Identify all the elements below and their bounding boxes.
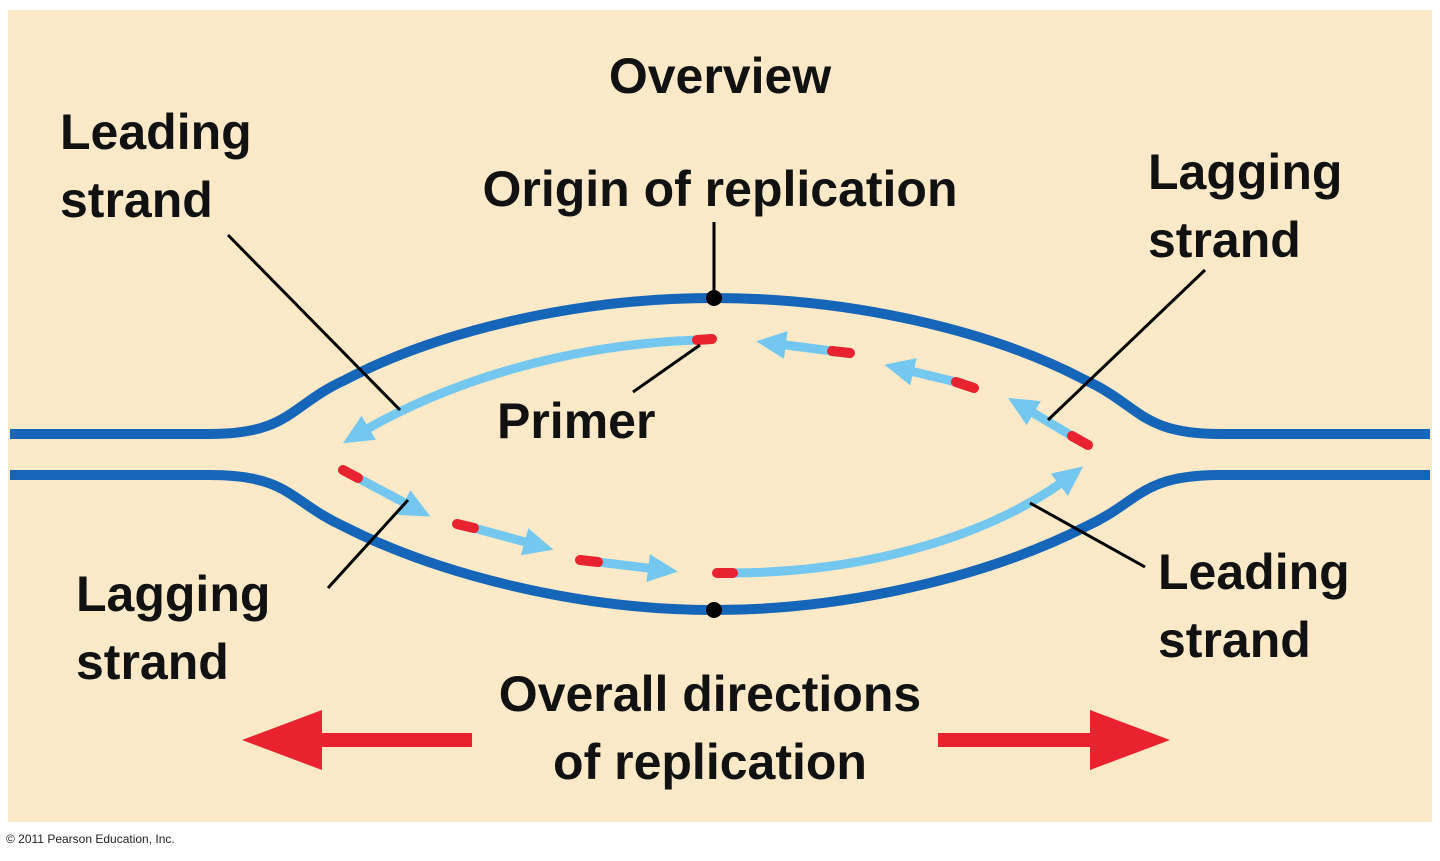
top-right-lagging-strand-label: Lagging strand [1148, 138, 1342, 274]
direction-arrow-right [938, 710, 1170, 770]
pointer-primer [632, 343, 701, 394]
label-line: Overall directions [498, 666, 922, 722]
origin-of-replication-label: Origin of replication [482, 161, 958, 217]
okazaki-fragment-top-2 [884, 358, 958, 387]
primer-fragment-bottom-1 [338, 465, 363, 483]
okazaki-fragment-top-3 [1007, 397, 1075, 440]
primer-label: Primer [497, 393, 656, 449]
bottom-right-leading-strand-label: Leading strand [1158, 538, 1350, 674]
pointer-top-left-leading [226, 233, 402, 412]
parental-strand-top [10, 292, 1430, 439]
label-line: Leading [60, 104, 252, 160]
label-line: strand [1158, 612, 1311, 668]
figure-panel [8, 10, 1432, 822]
direction-arrow-left [242, 710, 472, 770]
okazaki-fragment-bottom-2 [472, 523, 554, 556]
label-line: strand [76, 634, 229, 690]
leading-strand-top-left [342, 335, 698, 444]
overall-directions-label: Overall directions of replication [430, 660, 990, 796]
primer-fragment-top-3 [1067, 431, 1093, 450]
label-line: Lagging [1148, 144, 1343, 200]
label-line: of replication [553, 734, 867, 790]
okazaki-fragment-top-1 [756, 331, 833, 359]
okazaki-fragment-bottom-1 [355, 474, 431, 517]
pointer-bottom-right-leading [1029, 501, 1146, 569]
primer-fragment-top-1 [827, 346, 855, 358]
bottom-left-lagging-strand-label: Lagging strand [76, 560, 270, 696]
origin-dot-top [706, 290, 722, 306]
origin-dot-bottom [706, 602, 722, 618]
primer-fragment-top-2 [951, 377, 979, 393]
primer-fragment-bottom-3 [575, 555, 603, 567]
pointer-bottom-left-lagging [326, 498, 410, 590]
label-line: strand [60, 172, 213, 228]
primer-top-left [692, 334, 717, 345]
label-line: Leading [1158, 544, 1350, 600]
primer-fragment-bottom-2 [452, 519, 479, 533]
top-left-leading-strand-label: Leading strand [60, 98, 252, 234]
leading-strand-bottom-right [732, 466, 1084, 578]
overview-title: Overview [608, 48, 832, 104]
okazaki-fragment-bottom-3 [597, 554, 678, 582]
copyright-notice: © 2011 Pearson Education, Inc. [6, 832, 175, 846]
label-line: strand [1148, 212, 1301, 268]
pointer-top-right-lagging [1046, 268, 1207, 422]
label-line: Lagging [76, 566, 271, 622]
